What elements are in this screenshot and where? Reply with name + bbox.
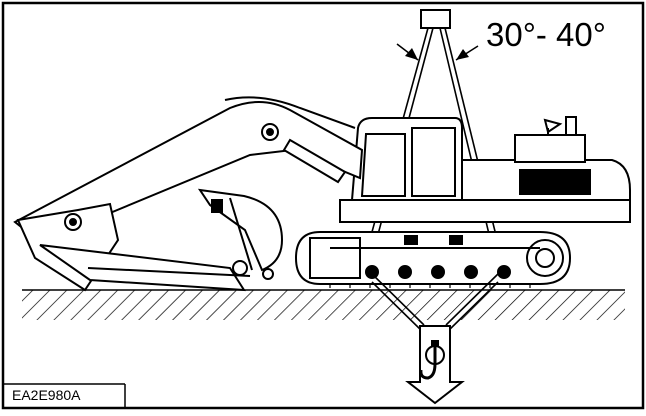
angle-indicator xyxy=(396,43,479,61)
spreader-block-icon xyxy=(420,9,451,29)
excavator-bucket xyxy=(197,188,284,272)
excavator-track xyxy=(294,231,572,288)
ground xyxy=(22,289,625,320)
excavator-upper-structure xyxy=(339,116,631,223)
figure-id-label: EA2E980A xyxy=(12,387,81,403)
lower-slings xyxy=(369,271,501,334)
sling-angle-label: 30°- 40° xyxy=(486,16,606,53)
excavator-arm xyxy=(16,202,274,292)
lifting-hook-icon xyxy=(405,325,465,405)
